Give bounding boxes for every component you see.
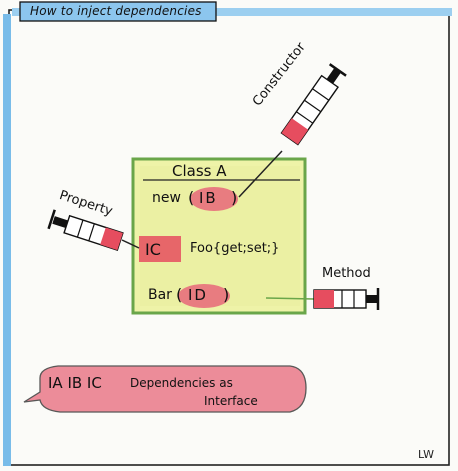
property-decl: Foo{get;set;} <box>190 241 280 256</box>
ctor-paren-close: ) <box>231 188 238 207</box>
ctor-prefix: new <box>152 190 181 206</box>
method-paren-close: ) <box>223 285 230 304</box>
method-syringe <box>265 288 380 310</box>
ctor-param-highlight <box>190 187 238 211</box>
frame-blue-left <box>3 14 11 466</box>
constructor-syringe <box>238 63 347 198</box>
ctor-paren-open: ( <box>188 188 195 207</box>
signature: LW <box>418 448 434 461</box>
method-prefix: Bar <box>148 287 172 303</box>
bubble-line2: Interface <box>204 394 258 408</box>
speech-bubble <box>23 365 307 413</box>
property-type: IC <box>145 240 161 259</box>
label-method: Method <box>322 266 371 281</box>
title-tab <box>19 1 217 22</box>
class-heading: Class A <box>172 162 227 180</box>
frame-blue-top <box>12 8 452 16</box>
property-syringe <box>47 209 140 252</box>
method-paren-open: ( <box>176 285 183 304</box>
bubble-interfaces: IA IB IC <box>48 374 102 392</box>
property-type-highlight <box>139 236 181 262</box>
method-param-highlight <box>178 284 230 308</box>
diagram-title: How to inject dependencies <box>30 4 202 18</box>
ctor-param: IB <box>199 189 218 207</box>
bubble-line1: Dependencies as <box>130 376 233 390</box>
method-param: ID <box>188 286 208 304</box>
